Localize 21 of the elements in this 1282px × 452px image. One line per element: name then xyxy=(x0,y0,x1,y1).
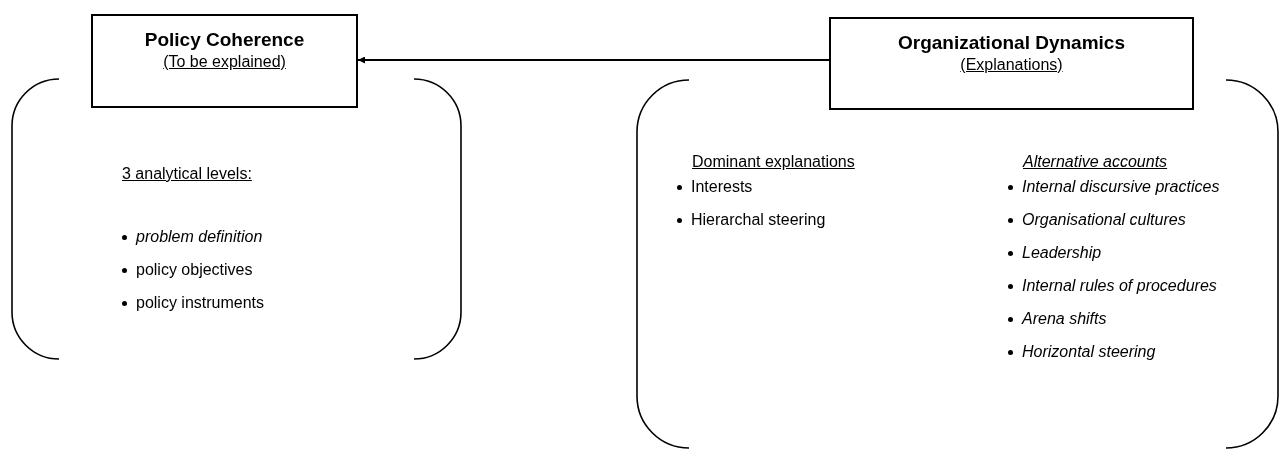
list-item: Interests xyxy=(691,177,753,197)
list-item: Horizontal steering xyxy=(1022,342,1156,362)
list-item: Arena shifts xyxy=(1022,309,1107,329)
list-item: problem definition xyxy=(136,227,263,247)
title-box xyxy=(829,17,1194,110)
title-box xyxy=(91,14,358,108)
box-subtitle: (Explanations) xyxy=(960,55,1063,75)
list-heading: Dominant explanations xyxy=(692,152,855,172)
list-item: Leadership xyxy=(1022,243,1102,263)
list-item: policy objectives xyxy=(136,260,253,280)
list-heading: 3 analytical levels: xyxy=(122,164,252,184)
list-item: policy instruments xyxy=(136,293,265,313)
list-heading: Alternative accounts xyxy=(1023,152,1168,172)
box-subtitle: (To be explained) xyxy=(163,52,286,72)
list-item: Internal discursive practices xyxy=(1022,177,1220,197)
arrow xyxy=(357,56,830,64)
box-title: Policy Coherence xyxy=(144,28,305,52)
list-item: Internal rules of procedures xyxy=(1022,276,1217,296)
list-item: Hierarchal steering xyxy=(691,210,826,230)
box-title: Organizational Dynamics xyxy=(898,31,1125,55)
list-item: Organisational cultures xyxy=(1022,210,1186,230)
